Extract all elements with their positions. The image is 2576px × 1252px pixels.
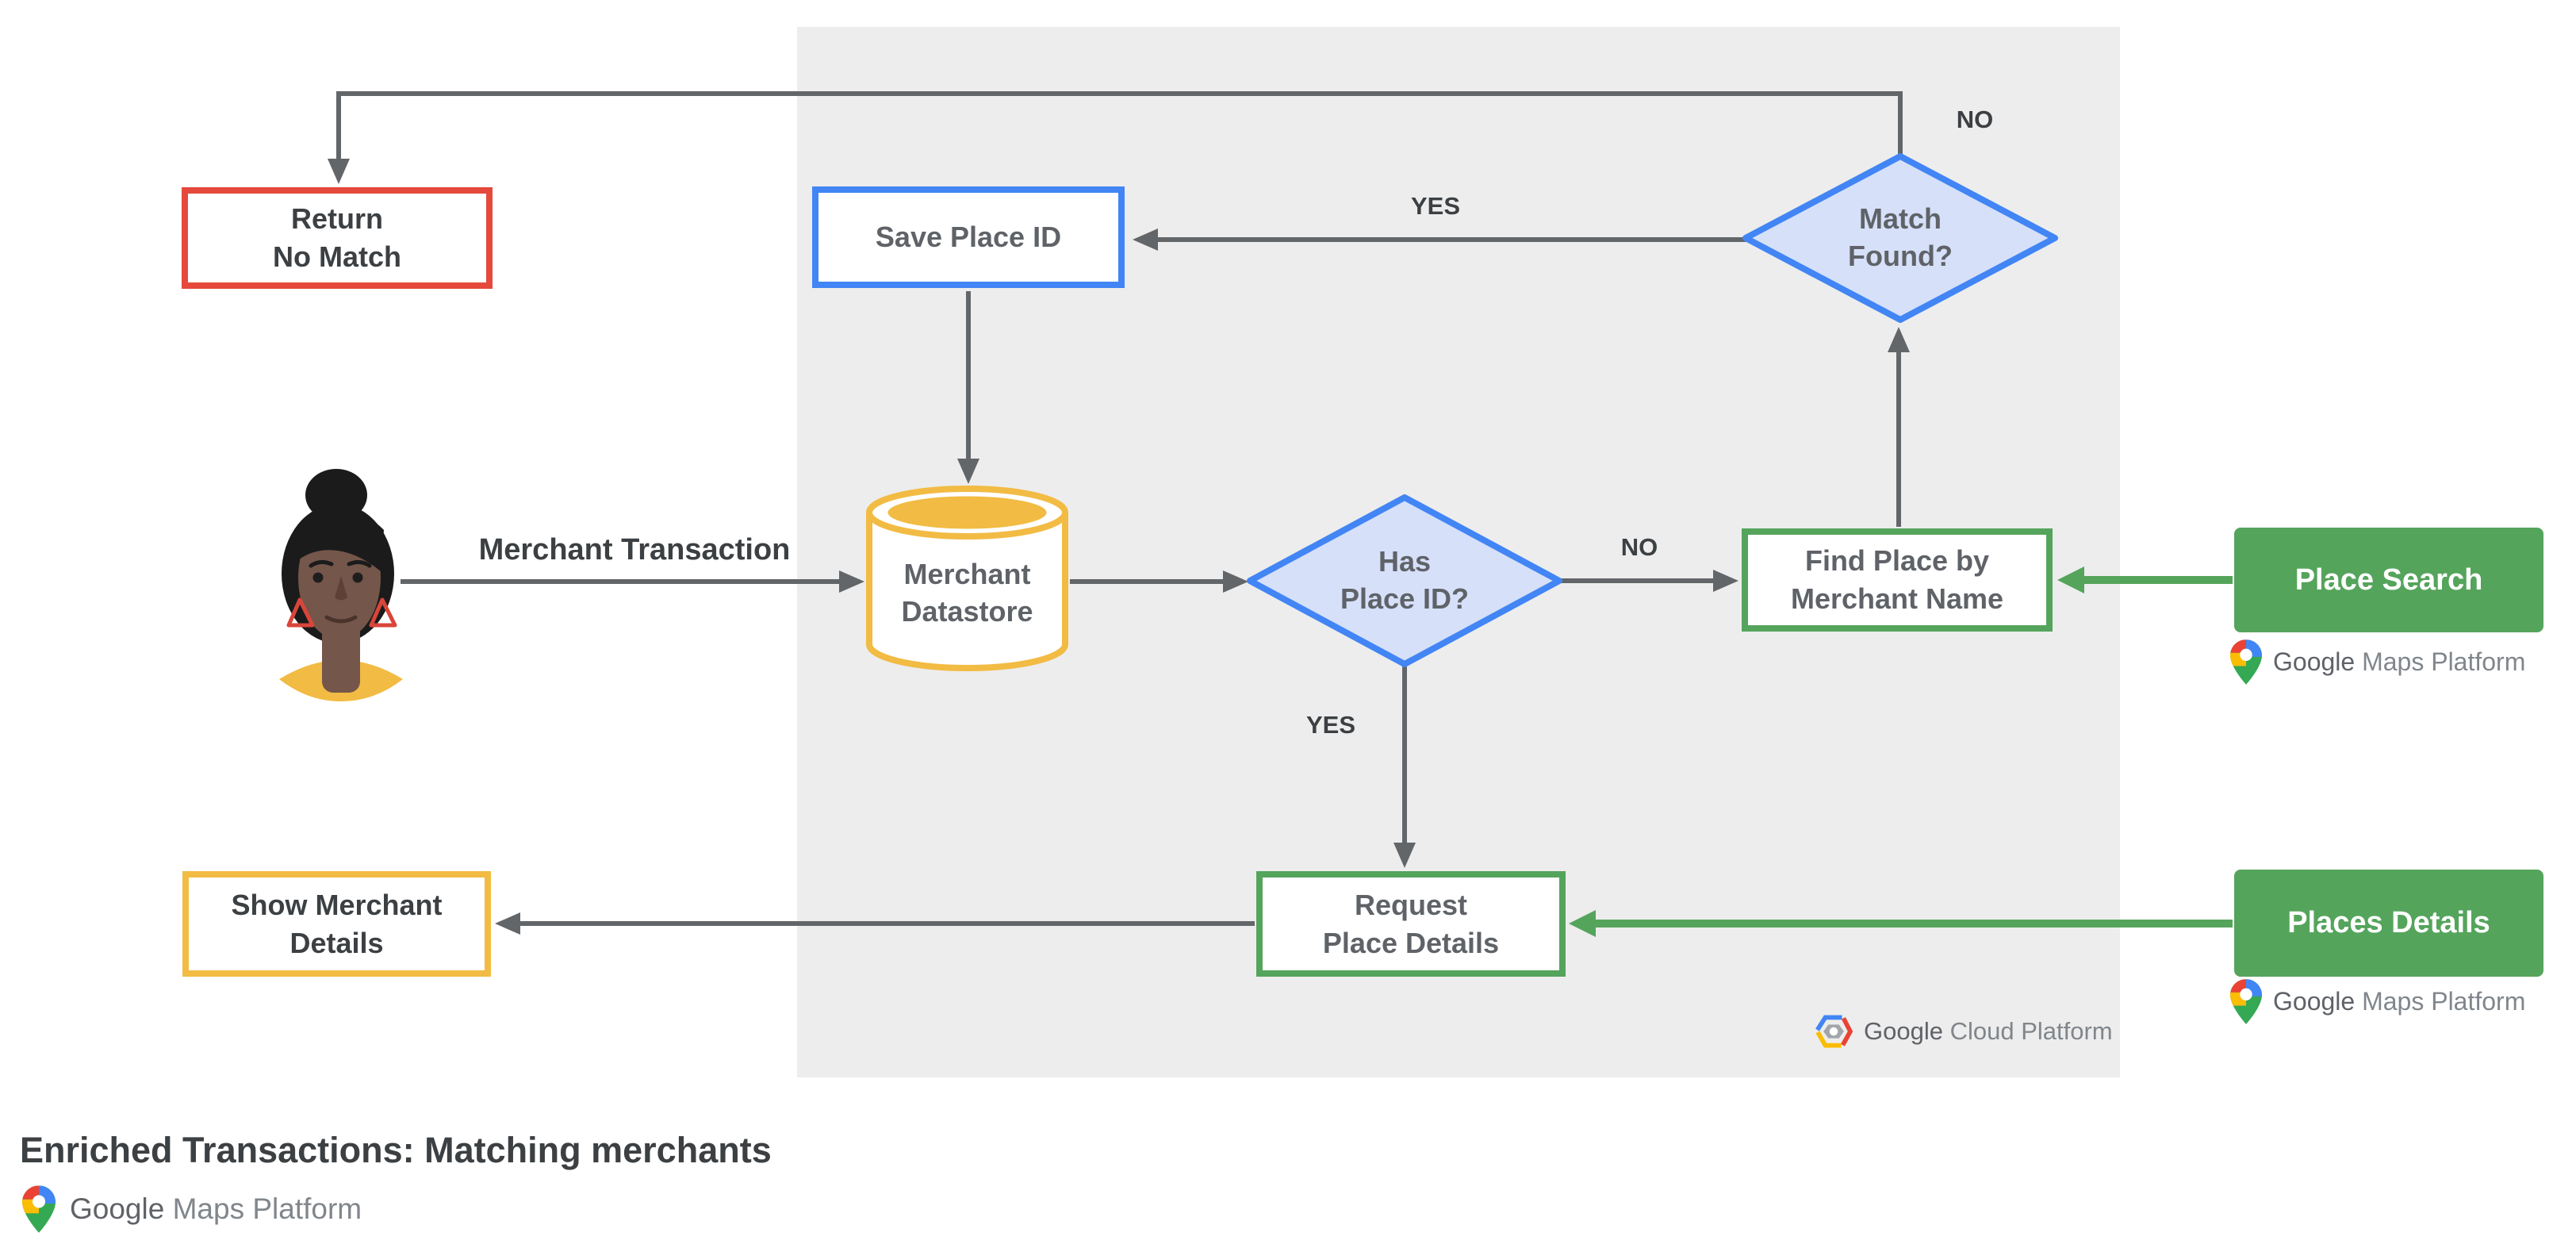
maps-logo-google-text: Google <box>2273 987 2356 1016</box>
yes-label-mid: YES <box>1305 711 1356 739</box>
merchant-user-avatar <box>279 469 403 701</box>
cloud-platform-logo: Google Cloud Platform <box>1815 1015 2113 1048</box>
green-connectors <box>1569 566 2233 937</box>
match-found-label: Match Found? <box>1750 164 2051 312</box>
maps-pin-icon <box>22 1185 56 1233</box>
edge-no-feedback-to-return <box>328 91 1903 184</box>
maps-pin-icon <box>2230 979 2262 1024</box>
maps-platform-logo-mid: Google Maps Platform <box>2230 979 2525 1024</box>
places-details-api-box: Places Details <box>2234 870 2543 977</box>
diagram-title: Enriched Transactions: Matching merchant… <box>20 1130 772 1170</box>
has-place-id-label: Has Place ID? <box>1254 505 1555 656</box>
maps-platform-logo-footer: Google Maps Platform <box>22 1185 362 1233</box>
maps-logo-google-text: Google <box>70 1192 165 1225</box>
place-search-api-box: Place Search <box>2234 528 2543 632</box>
has-place-id-diamond <box>1247 494 1562 667</box>
find-place-line1: Find Place by <box>1804 544 1990 578</box>
merchant-datastore-label: Merchant Datastore <box>869 530 1065 657</box>
maps-logo-rest-text: Maps Platform <box>2362 647 2526 676</box>
maps-platform-logo-top: Google Maps Platform <box>2230 639 2525 685</box>
match-found-line1: Match <box>1858 202 1942 236</box>
find-place-box: Find Place by Merchant Name <box>1742 528 2053 632</box>
no-label-top: NO <box>1956 106 1994 133</box>
no-label-mid: NO <box>1620 533 1658 561</box>
save-place-id-label: Save Place ID <box>875 221 1062 254</box>
match-found-diamond <box>1742 153 2058 323</box>
return-no-match-line2: No Match <box>273 240 401 273</box>
has-place-id-line2: Place ID? <box>1340 582 1470 615</box>
merchant-transaction-label: Merchant Transaction <box>478 533 791 566</box>
cloud-logo-google-text: Google <box>1864 1017 1943 1045</box>
match-found-line2: Found? <box>1848 240 1953 272</box>
merchant-datastore-line2: Datastore <box>901 595 1033 628</box>
merchant-datastore-cylinder <box>866 486 1068 671</box>
place-search-label: Place Search <box>2294 563 2483 597</box>
maps-logo-rest-text: Maps Platform <box>2362 987 2526 1016</box>
maps-logo-google-text: Google <box>2273 647 2356 676</box>
save-place-id-box: Save Place ID <box>812 186 1125 288</box>
return-no-match-line1: Return <box>291 202 383 236</box>
request-place-details-line2: Place Details <box>1322 926 1500 959</box>
cloud-hexagon-icon <box>1815 1015 1853 1048</box>
has-place-id-line1: Has <box>1378 545 1432 578</box>
show-merchant-details-box: Show Merchant Details <box>182 871 491 977</box>
show-merchant-details-line1: Show Merchant <box>231 888 443 921</box>
cloud-logo-rest-text: Cloud Platform <box>1949 1017 2113 1045</box>
request-place-details-box: Request Place Details <box>1256 871 1566 977</box>
find-place-line2: Merchant Name <box>1790 582 2004 615</box>
maps-pin-icon <box>2230 639 2262 685</box>
show-merchant-details-line2: Details <box>289 926 384 959</box>
merchant-datastore-line1: Merchant <box>903 558 1031 591</box>
gray-connectors <box>328 91 1910 935</box>
maps-logo-rest-text: Maps Platform <box>172 1192 362 1225</box>
request-place-details-line1: Request <box>1354 888 1468 921</box>
return-no-match-box: Return No Match <box>182 187 493 289</box>
yes-label-top: YES <box>1410 192 1461 220</box>
places-details-label: Places Details <box>2287 906 2490 940</box>
